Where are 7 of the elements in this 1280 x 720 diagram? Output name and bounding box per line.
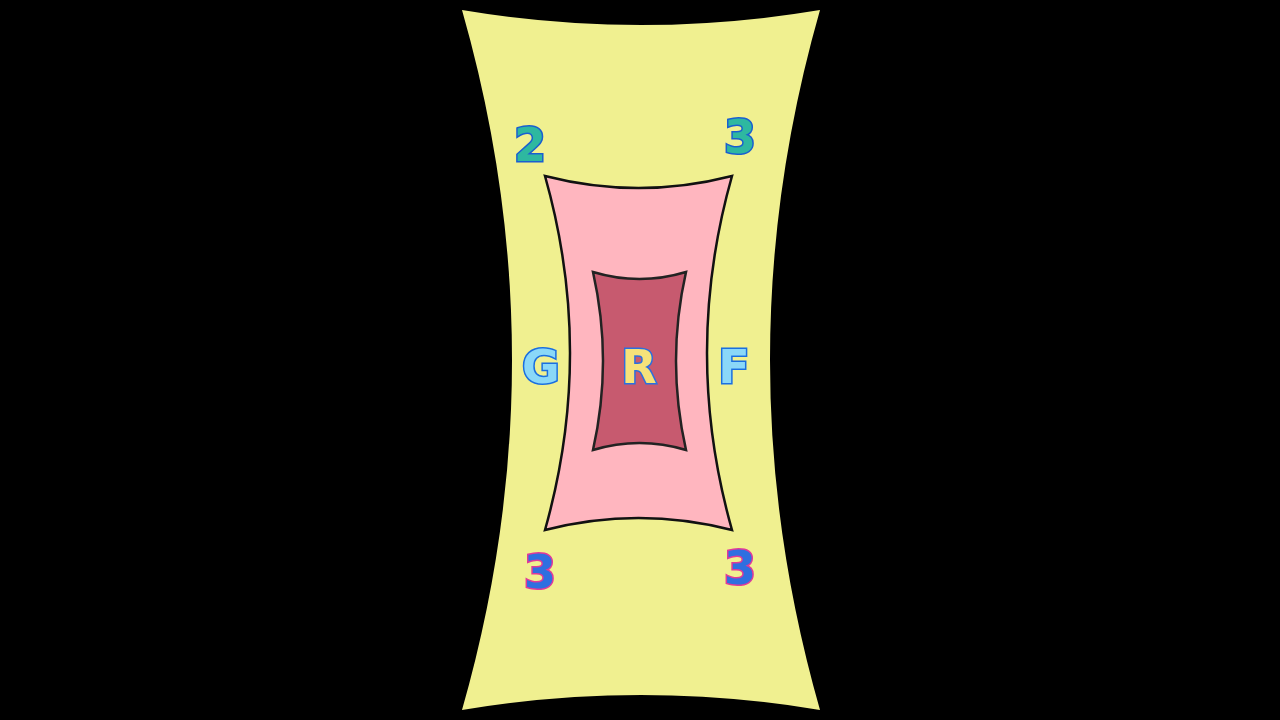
number-label: 3 xyxy=(524,549,556,595)
number-label: 3 xyxy=(724,114,756,160)
letter-label: F xyxy=(718,344,750,390)
number-label: 2 xyxy=(514,122,546,168)
number-label: 3 xyxy=(724,545,756,591)
letter-label: G xyxy=(522,344,560,390)
letter-label: R xyxy=(621,344,657,390)
